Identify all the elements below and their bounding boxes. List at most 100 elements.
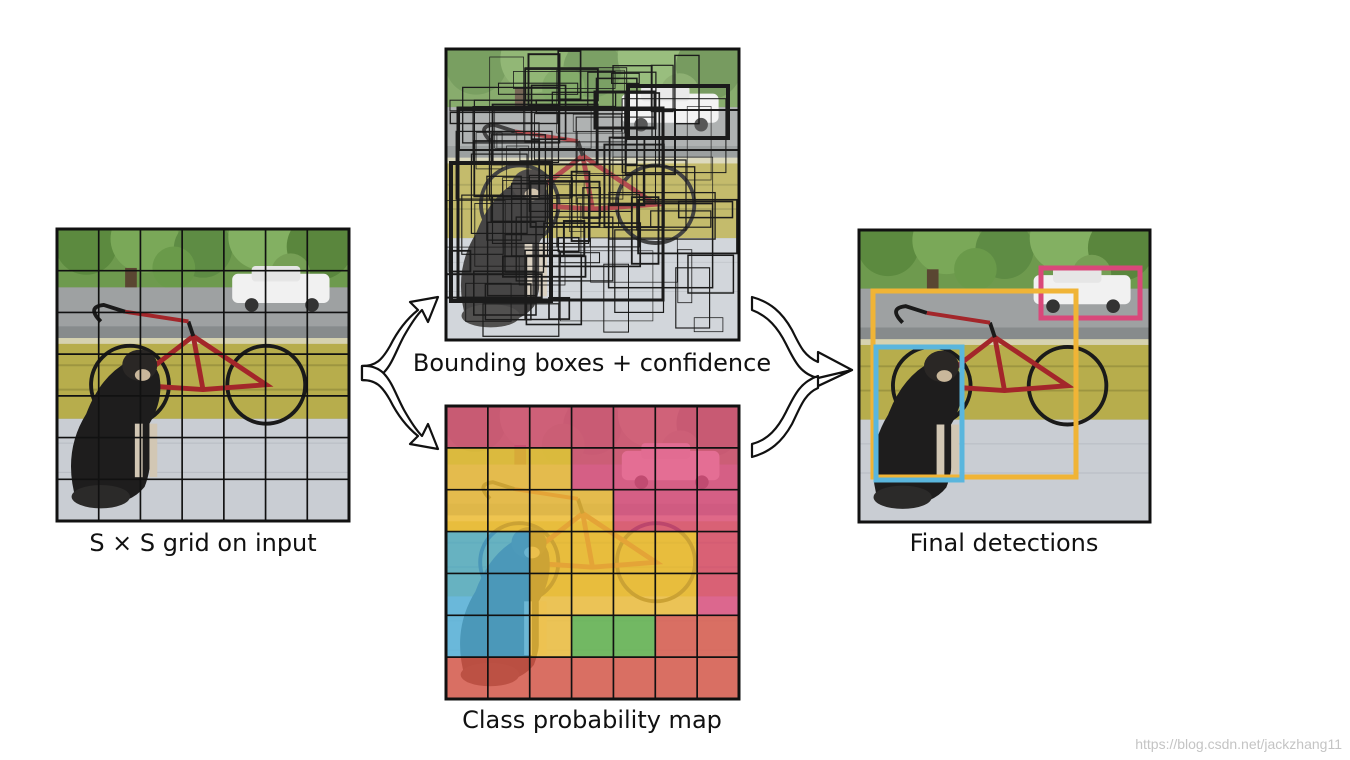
- class-cell-yellow: [613, 573, 656, 616]
- class-cell-yellow: [571, 531, 614, 574]
- panel-border: [444, 47, 741, 342]
- predicted-box: [525, 254, 583, 326]
- predicted-box: [677, 249, 693, 304]
- predicted-box: [473, 140, 541, 198]
- predicted-box: [677, 200, 734, 219]
- class-cell-pink: [655, 406, 698, 448]
- class-cell-pink: [446, 406, 488, 448]
- confident-box: [626, 84, 730, 140]
- class-cell-yellow: [529, 615, 572, 658]
- class-cell-red: [697, 657, 739, 699]
- predicted-box: [559, 252, 601, 264]
- class-cell-red: [697, 615, 739, 658]
- class-cell-yellow: [446, 489, 488, 532]
- class-cell-blue: [487, 531, 530, 574]
- class-cell-yellow: [655, 531, 698, 574]
- predicted-box: [548, 296, 571, 320]
- class-cell-red: [446, 657, 488, 699]
- class-cell-pink: [487, 406, 530, 448]
- class-cell-yellow: [571, 489, 614, 532]
- predicted-box: [486, 175, 522, 241]
- class-cell-pink: [655, 489, 698, 532]
- predicted-box: [527, 53, 561, 108]
- class-cell-blue: [446, 615, 488, 658]
- class-cell-yellow: [487, 447, 530, 490]
- classmap-caption: Class probability map: [462, 706, 722, 734]
- class-cell-yellow: [529, 447, 572, 490]
- merge-arrow: [750, 295, 854, 459]
- predicted-box: [650, 210, 712, 228]
- predicted-box: [562, 220, 586, 257]
- predicted-box: [557, 50, 582, 101]
- predicted-box: [621, 98, 727, 174]
- predicted-box: [504, 233, 545, 273]
- predicted-box: [675, 267, 711, 329]
- confident-box: [456, 106, 665, 302]
- predicted-box: [556, 194, 641, 248]
- predicted-box: [575, 116, 657, 205]
- predicted-box: [607, 202, 714, 289]
- class-cell-blue: [446, 573, 488, 616]
- predicted-box: [687, 254, 735, 294]
- class-cell-pink: [571, 447, 614, 490]
- bicycle-detection-box: [870, 288, 1079, 480]
- input-grid-panel: [55, 204, 353, 523]
- predicted-box: [570, 170, 591, 242]
- predicted-box: [556, 69, 625, 134]
- predicted-box: [470, 153, 528, 234]
- panel-border: [444, 404, 741, 701]
- predicted-box: [511, 182, 549, 257]
- predicted-box: [513, 71, 616, 89]
- class-cell-pink: [697, 531, 739, 574]
- predicted-box: [674, 54, 700, 125]
- class-cell-pink: [697, 406, 739, 448]
- class-cell-blue: [487, 615, 530, 658]
- class-cell-red: [487, 657, 530, 699]
- boxes-caption: Bounding boxes + confidence: [412, 349, 772, 377]
- final-detections-panel: [857, 228, 1152, 524]
- class-cell-pink: [655, 447, 698, 490]
- class-cell-red: [571, 657, 614, 699]
- predicted-box: [642, 166, 696, 203]
- class-cell-red: [655, 657, 698, 699]
- class-cell-green: [613, 615, 656, 658]
- predicted-box: [515, 216, 614, 282]
- predicted-box: [582, 187, 601, 219]
- class-cell-yellow: [529, 531, 572, 574]
- confident-box: [449, 161, 553, 303]
- predicted-box: [693, 317, 724, 333]
- class-cells: [446, 406, 739, 699]
- dog-detection-box: [873, 344, 965, 483]
- class-cell-red: [613, 657, 656, 699]
- predicted-box: [559, 250, 654, 322]
- class-probability-panel: [444, 404, 741, 701]
- class-cell-pink: [613, 447, 656, 490]
- panel-border: [857, 228, 1152, 524]
- predicted-box: [603, 263, 629, 333]
- class-cell-yellow: [613, 531, 656, 574]
- bounding-boxes-panel: [444, 47, 741, 342]
- predicted-box: [557, 236, 580, 253]
- class-cell-pink: [697, 447, 739, 490]
- input-image: [55, 204, 353, 521]
- class-cell-blue: [446, 531, 488, 574]
- class-cell-pink: [613, 489, 656, 532]
- predicted-box: [461, 194, 504, 255]
- predicted-box: [489, 56, 524, 134]
- class-cell-red: [529, 657, 572, 699]
- grid-caption: S × S grid on input: [89, 529, 317, 557]
- split-arrow: [360, 295, 440, 451]
- class-cell-pink: [613, 406, 656, 448]
- class-cell-yellow: [446, 447, 488, 490]
- predicted-box: [576, 197, 620, 228]
- class-cell-yellow: [487, 489, 530, 532]
- class-cell-yellow: [529, 489, 572, 532]
- class-cell-blue: [487, 573, 530, 616]
- predicted-box: [637, 198, 738, 255]
- class-cell-yellow: [571, 573, 614, 616]
- class-cell-red: [655, 615, 698, 658]
- class-cell-pink: [571, 406, 614, 448]
- predicted-boxes: [445, 50, 740, 337]
- class-cell-pink: [697, 489, 739, 532]
